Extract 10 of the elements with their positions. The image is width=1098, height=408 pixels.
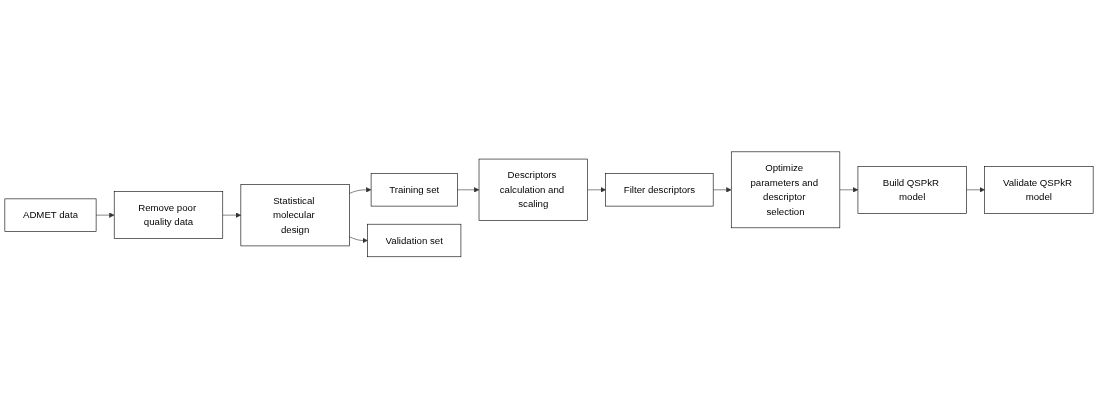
node-box: Optimize parameters and descriptor selection	[730, 151, 841, 228]
node-box: Statistical molecular design	[240, 183, 350, 246]
node-box: Descriptors calculation and scaling	[478, 158, 588, 221]
node-box: Filter descriptors	[605, 172, 714, 207]
node-box: Validate QSPkR model	[984, 165, 1094, 214]
node-box: Remove poor quality data	[113, 191, 224, 239]
node-box: Build QSPkR model	[857, 165, 967, 214]
node-box: Validation set	[367, 223, 462, 257]
node-box: Training set	[370, 172, 458, 207]
node-box: ADMET data	[4, 198, 97, 232]
